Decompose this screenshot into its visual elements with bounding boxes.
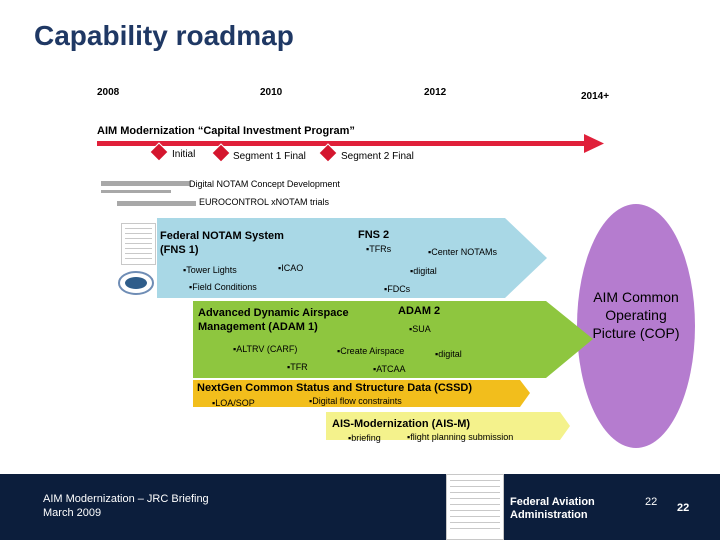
footer-bar: [0, 474, 720, 540]
page-title: Capability roadmap: [34, 20, 294, 51]
main-bar: [97, 141, 587, 146]
main-bar-arrowhead: [584, 134, 604, 153]
cssd-item-loa-sop: ▪LOA/SOP: [212, 398, 255, 408]
adam-item-create-airspace: ▪Create Airspace: [337, 346, 405, 356]
seal-logo-inner: [125, 277, 147, 289]
aism-arrow: [326, 412, 570, 440]
gray-bar-1b: [101, 190, 171, 193]
fns-item-icao: ▪ICAO: [278, 263, 304, 273]
adam-phase2: ADAM 2: [398, 305, 441, 317]
document-thumbnail: [121, 223, 156, 265]
milestone-segment1-diamond: [211, 143, 231, 163]
fns-item-center-notams: ▪Center NOTAMs: [428, 247, 498, 257]
adam-arrow: [193, 301, 593, 378]
aism-title: AIS-Modernization (AIS-M): [332, 418, 471, 430]
fns-item-fdcs: ▪FDCs: [384, 284, 411, 294]
year-2008: 2008: [97, 87, 120, 98]
footer-page-number-a: 22: [645, 496, 658, 508]
gray-bar-1: [101, 181, 190, 186]
gray-bar-label-1: Digital NOTAM Concept Development: [189, 179, 340, 189]
milestone-segment1-label: Segment 1 Final: [233, 151, 306, 162]
footer-page-number-b: 22: [677, 502, 690, 514]
aism-item-flight-planning: ▪flight planning submission: [407, 432, 514, 442]
milestone-initial-diamond: [149, 142, 169, 162]
fns-title: Federal NOTAM System (FNS 1): [160, 230, 284, 256]
footer-document-thumbnail: [446, 474, 504, 540]
fns-item-tfrs: ▪TFRs: [366, 244, 392, 254]
footer-date: March 2009: [43, 507, 102, 519]
fns-item-field-conditions: ▪Field Conditions: [189, 282, 257, 292]
fns-item-tower-lights: ▪Tower Lights: [183, 265, 237, 275]
gray-bar-2: [117, 201, 196, 206]
footer-title: AIM Modernization – JRC Briefing: [43, 493, 209, 505]
adam-item-altrv: ▪ALTRV (CARF): [233, 344, 298, 354]
footer-agency: Federal Aviation Administration: [510, 496, 595, 521]
cssd-arrow: [193, 380, 530, 407]
cop-oval: [577, 204, 695, 448]
fns-phase2: FNS 2: [358, 229, 390, 241]
cop-label: AIM Common Operating Picture (COP): [592, 289, 680, 341]
adam-title: Advanced Dynamic Airspace Management (AD…: [198, 307, 349, 333]
milestone-segment2-diamond: [318, 143, 338, 163]
fns-item-digital: ▪digital: [410, 266, 437, 276]
milestone-initial-label: Initial: [172, 149, 196, 160]
aism-item-briefing: ▪briefing: [348, 433, 381, 443]
adam-item-sua: ▪SUA: [409, 324, 431, 334]
milestone-segment2-label: Segment 2 Final: [341, 151, 414, 162]
adam-item-tfr: ▪TFR: [287, 362, 308, 372]
adam-item-digital: ▪digital: [435, 349, 462, 359]
year-2014-plus: 2014+: [581, 91, 610, 102]
cssd-title: NextGen Common Status and Structure Data…: [197, 382, 473, 394]
main-bar-label: AIM Modernization “Capital Investment Pr…: [97, 125, 355, 137]
gray-bar-label-2: EUROCONTROL xNOTAM trials: [199, 197, 330, 207]
year-2010: 2010: [260, 87, 283, 98]
cssd-item-digital-flow: ▪Digital flow constraints: [309, 396, 402, 406]
adam-item-atcaa: ▪ATCAA: [373, 364, 406, 374]
year-2012: 2012: [424, 87, 447, 98]
fns-arrow: [157, 218, 547, 298]
